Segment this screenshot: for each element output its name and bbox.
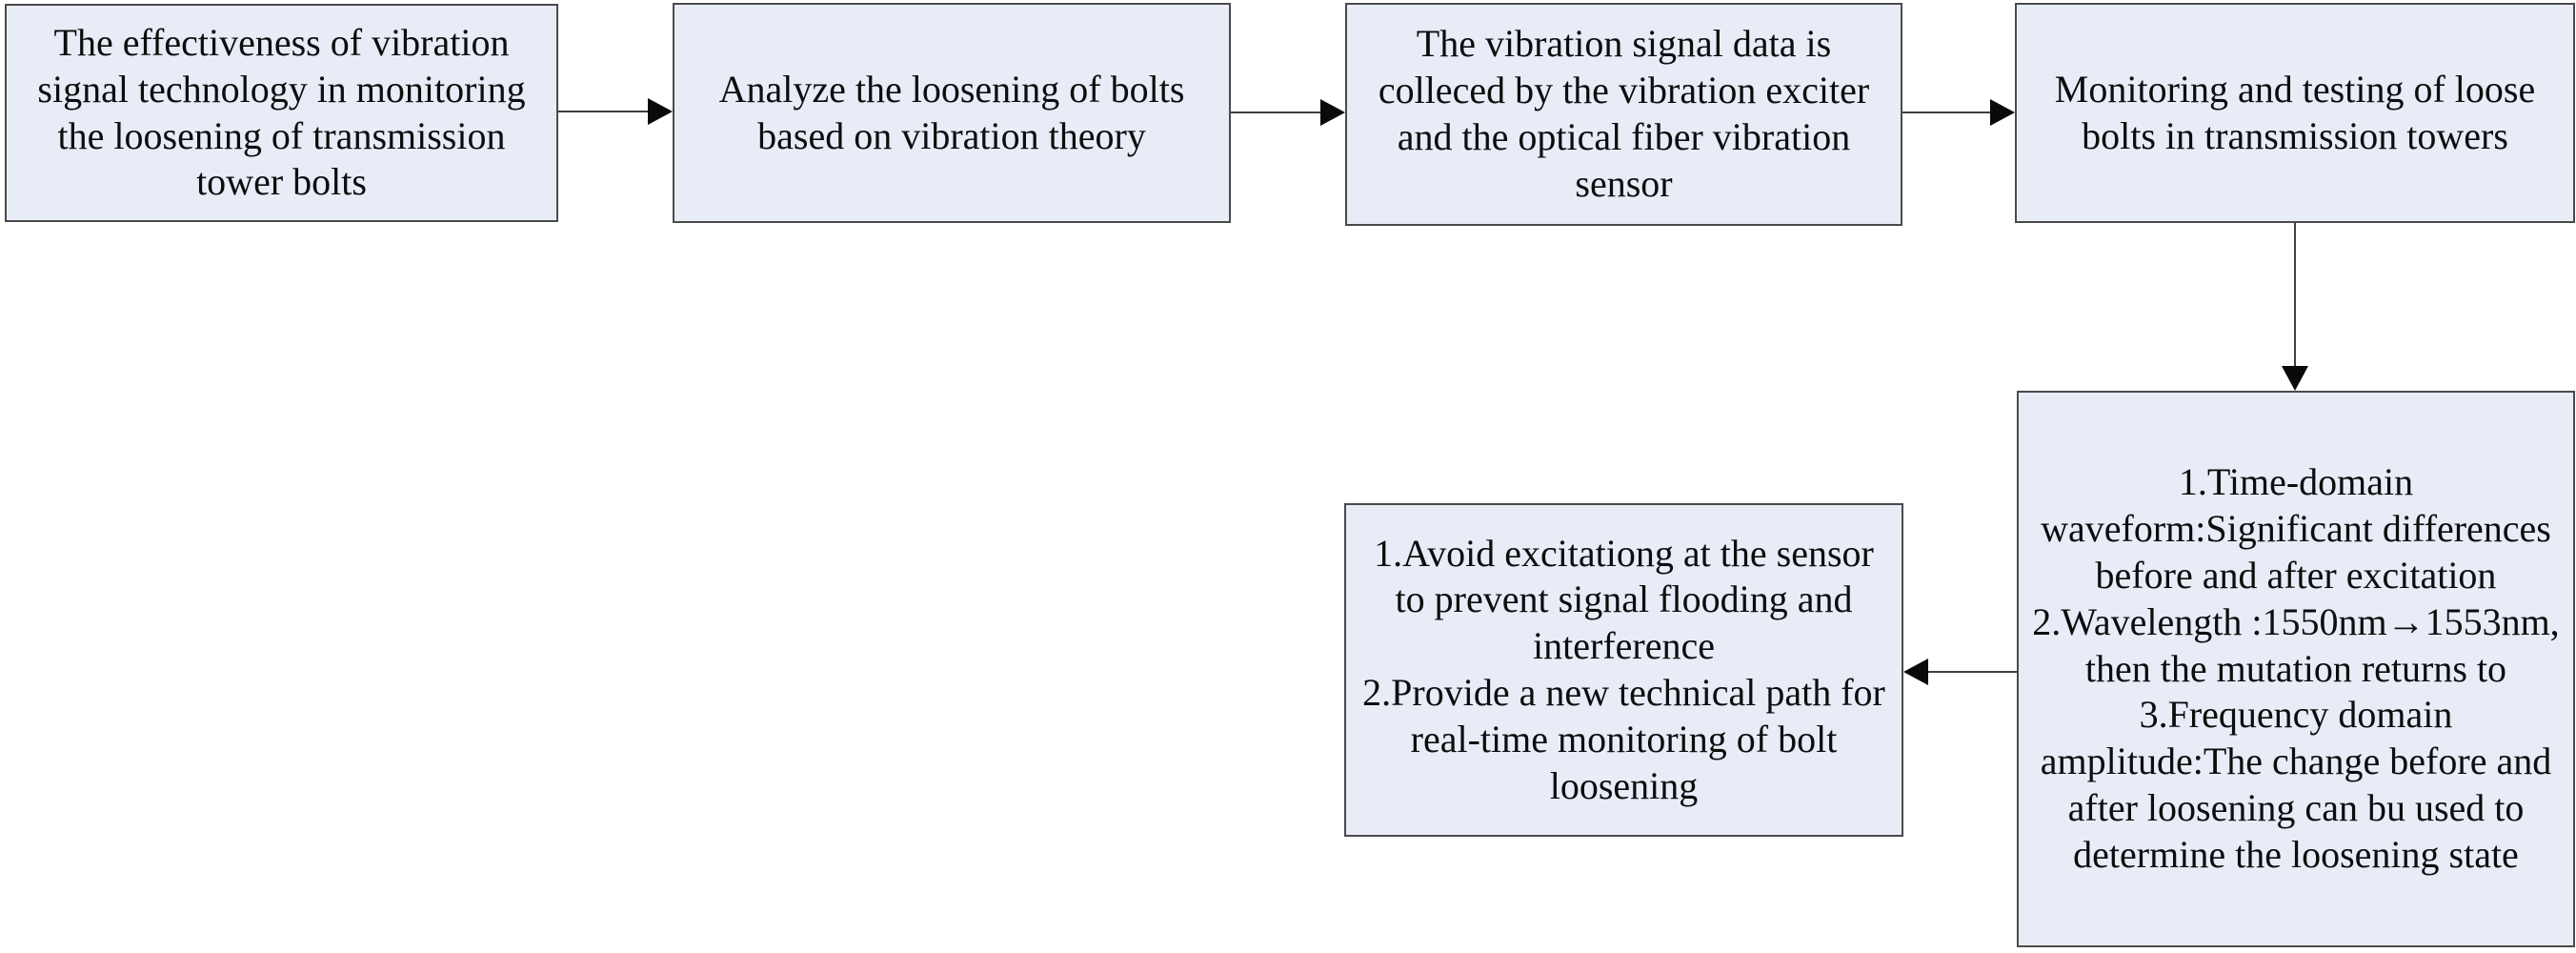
node-data-collection: The vibration signal data is colleced by… [1345,3,1902,226]
node-effectiveness: The effectiveness of vibration signal te… [5,4,558,222]
node-monitoring-testing: Monitoring and testing of loose bolts in… [2015,3,2575,223]
arrow-line [2294,223,2296,372]
arrowhead-down-icon [2282,366,2308,391]
arrow-line [1924,671,2017,673]
node-results-text: 1.Time-domain waveform:Significant diffe… [2032,460,2560,876]
arrow-line [1902,112,1996,113]
node-monitoring-testing-text: Monitoring and testing of loose bolts in… [2054,67,2536,157]
arrowhead-right-icon [648,98,673,125]
node-analyze: Analyze the loosening of bolts based on … [673,3,1231,223]
arrow-line [1231,112,1326,113]
arrowhead-right-icon [1320,99,1345,126]
arrow-line [558,111,654,112]
arrowhead-right-icon [1990,99,2015,126]
node-effectiveness-text: The effectiveness of vibration signal te… [37,20,526,204]
arrowhead-left-icon [1903,659,1928,685]
node-conclusions: 1.Avoid excitationg at the sensor to pre… [1344,503,1903,837]
node-results: 1.Time-domain waveform:Significant diffe… [2017,391,2575,947]
node-analyze-text: Analyze the loosening of bolts based on … [718,67,1185,157]
node-data-collection-text: The vibration signal data is colleced by… [1378,22,1870,205]
node-conclusions-text: 1.Avoid excitationg at the sensor to pre… [1362,531,1885,807]
